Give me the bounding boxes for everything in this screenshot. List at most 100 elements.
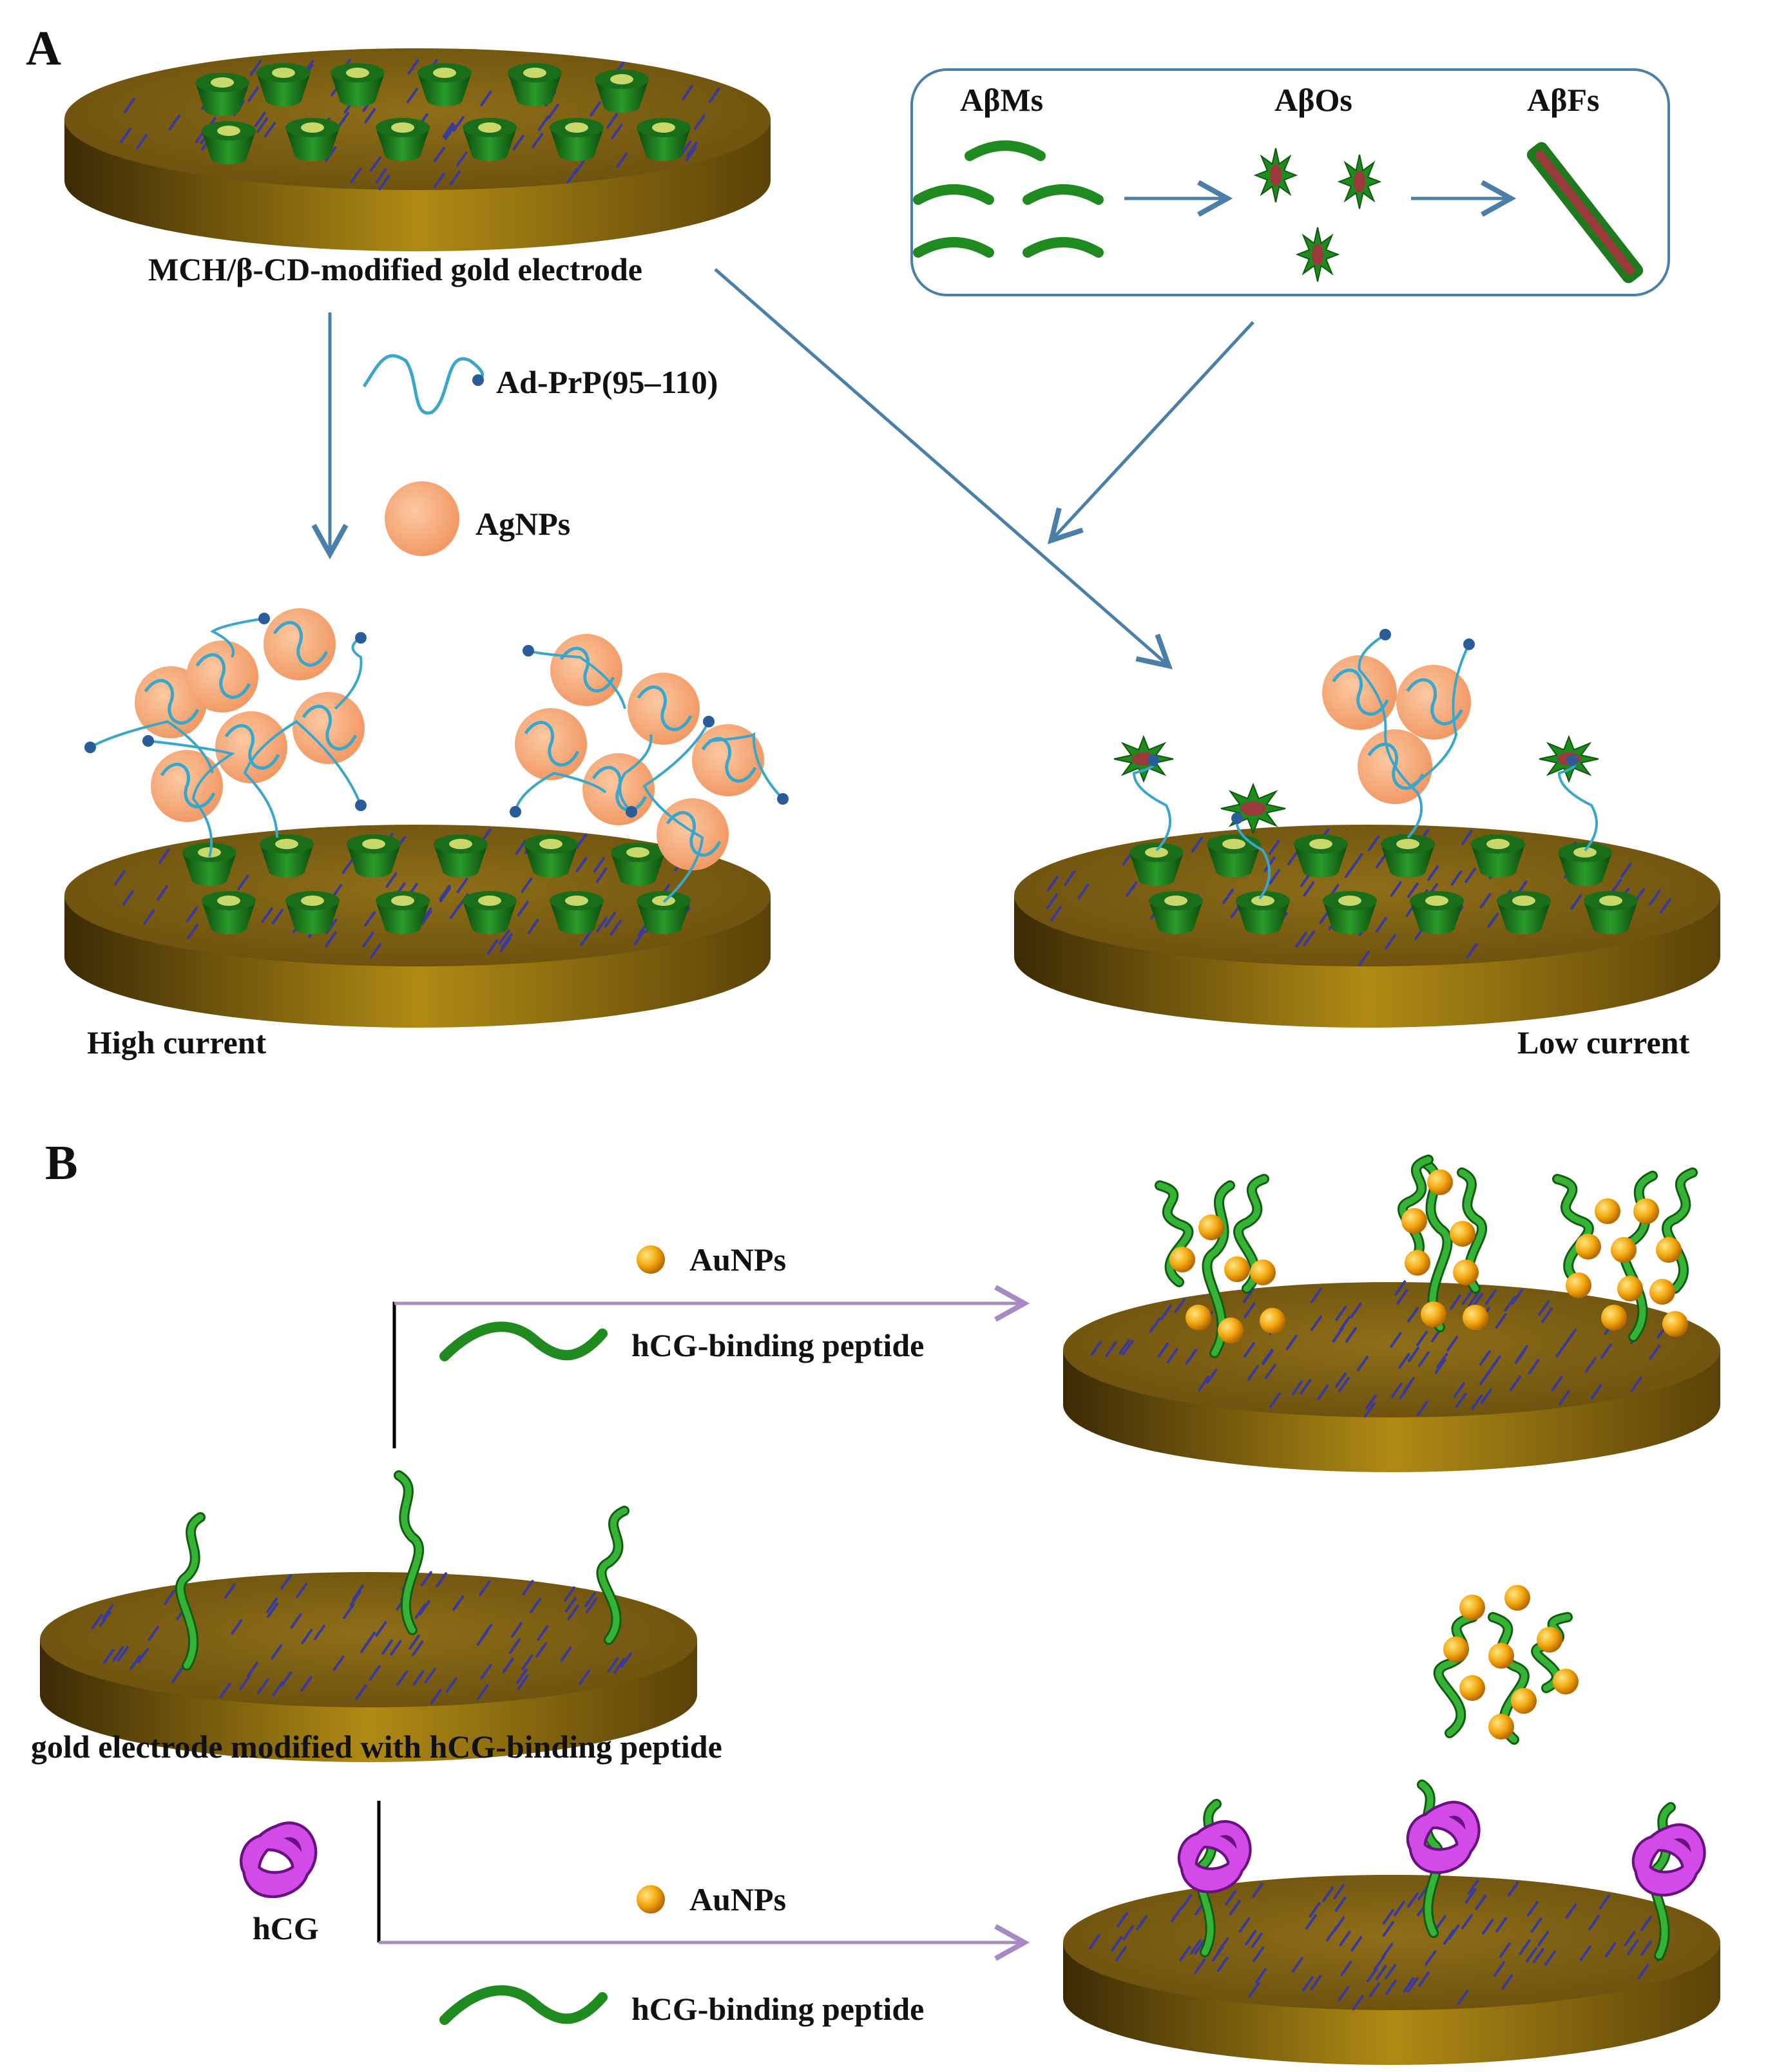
mch-linker — [1399, 1383, 1411, 1399]
inset-label-fibrils: AβFs — [1527, 82, 1599, 118]
mch-linker — [685, 146, 697, 162]
monomer-arc — [1023, 237, 1104, 258]
aunp-particle — [1443, 1636, 1469, 1662]
agnp-probe-cluster-left — [84, 608, 367, 858]
mch-linker — [1217, 1937, 1229, 1953]
mch-linker — [1610, 878, 1622, 894]
mch-linker — [1487, 912, 1499, 928]
beta-cd-cone — [418, 63, 472, 106]
inset-box — [910, 68, 1670, 296]
mch-linker — [521, 1655, 533, 1671]
amyloid-aggregation-inset: AβMs AβOs AβFs — [910, 68, 1670, 296]
agnp-particle — [293, 692, 365, 764]
mch-linker — [575, 856, 588, 872]
mch-linker — [708, 87, 720, 103]
mch-linker — [254, 111, 266, 128]
mch-linker — [1050, 906, 1062, 922]
mch-linker — [418, 1600, 430, 1616]
mch-linker — [247, 86, 260, 102]
beta-cd-cone — [260, 834, 314, 878]
mch-linker — [369, 156, 381, 172]
mch-linker — [1588, 1915, 1600, 1931]
adamantane-end — [1379, 629, 1391, 640]
mch-linker — [1322, 1886, 1334, 1903]
aunp-particle — [1488, 1714, 1514, 1740]
mch-linker — [445, 1677, 457, 1693]
mch-linker — [1375, 917, 1387, 933]
mch-linker — [1309, 1902, 1321, 1918]
mch-linker — [1295, 932, 1307, 948]
mch-linker — [1558, 1390, 1570, 1406]
mch-linker — [341, 858, 354, 874]
mch-linker — [1516, 1345, 1528, 1361]
aunp-particle — [1186, 1305, 1211, 1330]
mch-linker — [535, 1642, 547, 1658]
mch-linker — [1238, 1917, 1251, 1933]
mch-linker — [412, 1670, 425, 1686]
mch-linker — [296, 1582, 308, 1598]
mch-linker — [633, 930, 646, 946]
mch-linker — [1243, 1342, 1255, 1358]
mch-linker — [1501, 1974, 1513, 1990]
mch-linker — [439, 887, 452, 903]
peptide-strand — [177, 1514, 204, 1669]
mch-linker — [219, 1682, 231, 1698]
mch-linker — [616, 152, 628, 168]
aunp-particle — [1656, 1237, 1682, 1263]
mch-linker — [682, 84, 694, 101]
peptide-aunp-cluster-1 — [1155, 1174, 1285, 1358]
mch-linker — [143, 908, 155, 925]
arrow-inset-down — [1048, 321, 1254, 544]
mch-linker — [1317, 1384, 1329, 1400]
mch-linker — [1090, 1340, 1102, 1356]
mch-linker — [1385, 1979, 1397, 1995]
mch-linker — [1333, 1884, 1345, 1900]
peptide-strand — [1620, 1173, 1656, 1340]
mch-linker — [1357, 1356, 1369, 1372]
mch-linker — [1627, 1939, 1639, 1955]
mch-linker — [442, 122, 454, 139]
mch-linker — [480, 90, 492, 106]
adamantane-end — [1566, 754, 1578, 766]
mch-linker — [1205, 1368, 1218, 1385]
mch-linker — [1157, 1342, 1169, 1358]
aunp-particle — [1601, 1305, 1627, 1330]
mch-linker — [1495, 1917, 1508, 1933]
aunp-legend-icon-top — [637, 1245, 665, 1274]
mch-linker — [1590, 1384, 1602, 1400]
mch-linker — [517, 1674, 529, 1691]
mch-linker — [1512, 1289, 1524, 1305]
mch-linker — [1538, 1300, 1550, 1316]
mch-linker — [424, 1667, 436, 1684]
mch-linker — [375, 1621, 387, 1637]
mch-linker — [1350, 1936, 1363, 1952]
agnp-particle — [264, 608, 336, 680]
beta-cd-cone — [434, 834, 488, 878]
probe-strand — [514, 771, 607, 812]
aunp-label-top: AuNPs — [689, 1242, 786, 1278]
mch-linker — [1291, 1957, 1303, 1973]
mch-linker — [369, 1665, 381, 1681]
mch-linker — [158, 848, 171, 864]
mch-linker — [1479, 1370, 1492, 1386]
beta-cd-cone — [508, 63, 562, 106]
mch-linker — [479, 1580, 491, 1596]
mch-linker — [1489, 1355, 1501, 1371]
peptide-label-bottom: hCG-binding peptide — [631, 1991, 924, 2027]
beta-cd-cone — [285, 891, 340, 934]
adamantane-end — [1148, 754, 1159, 766]
mch-linker — [1599, 1894, 1611, 1910]
mch-linker — [1450, 870, 1463, 886]
mch-linker — [1242, 1287, 1254, 1303]
mch-linker — [452, 1595, 465, 1611]
probe-strand — [1132, 759, 1172, 852]
aunp-particle — [1633, 1198, 1659, 1224]
adamantane-end — [626, 806, 637, 818]
mch-linker — [1365, 1394, 1377, 1410]
mch-linker — [516, 1668, 528, 1684]
mch-linker — [444, 124, 456, 140]
electrode-label-a: MCH/β-CD-modified gold electrode — [148, 251, 642, 287]
mch-linker — [1122, 1924, 1135, 1941]
adamantane-end — [703, 716, 715, 727]
mch-linker — [1244, 1302, 1256, 1318]
